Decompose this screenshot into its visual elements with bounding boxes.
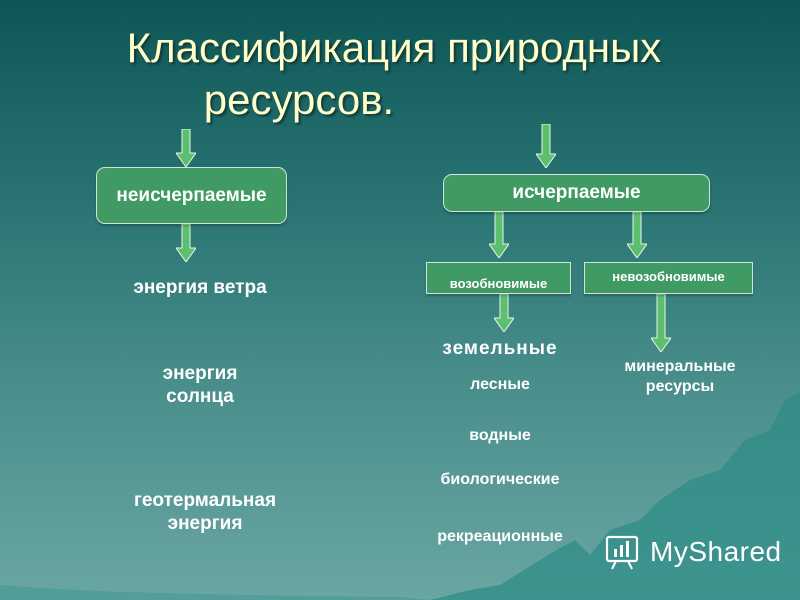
arrow-down-icon [536, 124, 556, 168]
item-forest: лесные [470, 376, 530, 393]
arrow-down-icon [489, 212, 509, 258]
logo-text: MyShared [650, 536, 782, 567]
inexhaustible-box: неисчерпаемые [96, 167, 287, 224]
item-geothermal-energy: геотермальная энергия [133, 490, 277, 535]
arrow-down-icon [176, 224, 196, 262]
title-line-2: ресурсов. [203, 76, 395, 123]
item-solar-energy: энергия солнца [162, 363, 238, 408]
item-wind-energy: энергия ветра [133, 277, 267, 298]
item-biological: биологические [440, 471, 560, 488]
item-recreational: рекреационные [437, 528, 563, 545]
arrow-down-icon [651, 294, 671, 352]
item-mineral-resources: минеральные ресурсы [624, 358, 736, 395]
arrow-down-icon [494, 294, 514, 332]
renewable-box: возобновимые [426, 262, 571, 294]
arrow-down-icon [627, 212, 647, 258]
nonrenewable-box: невозобновимые [584, 262, 753, 294]
item-land: земельные [442, 338, 558, 359]
presentation-icon [605, 535, 639, 570]
item-water: водные [469, 427, 531, 444]
exhaustible-box: исчерпаемые [443, 174, 710, 212]
myshared-logo: MyShared [604, 532, 782, 572]
arrow-down-icon [176, 129, 196, 167]
title-line-1: Классификация природных [126, 24, 662, 71]
page-title: Классификация природных ресурсов. [0, 22, 800, 126]
